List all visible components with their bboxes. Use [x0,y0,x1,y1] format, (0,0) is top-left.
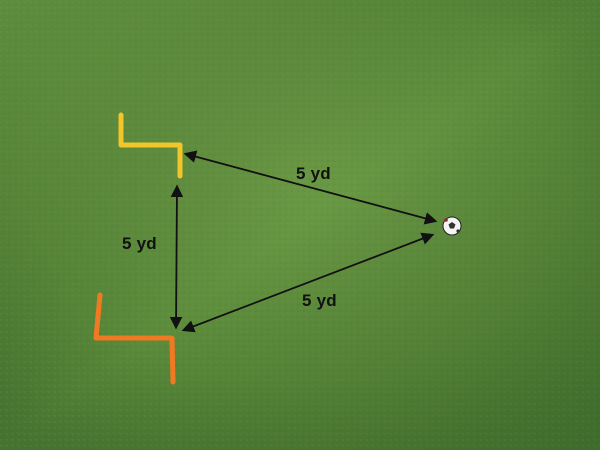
distance-label-bottom: 5 yd [302,291,337,310]
distance-label-top: 5 yd [296,164,331,183]
orange-pole-marker [93,292,176,385]
distance-label-left: 5 yd [122,234,157,253]
soccer-ball-icon [442,216,462,236]
arrow-top-to-ball [183,150,438,225]
arrow-bottom-to-ball [181,232,435,333]
yellow-pole-marker [118,112,183,179]
arrow-left-vertical [169,184,184,330]
